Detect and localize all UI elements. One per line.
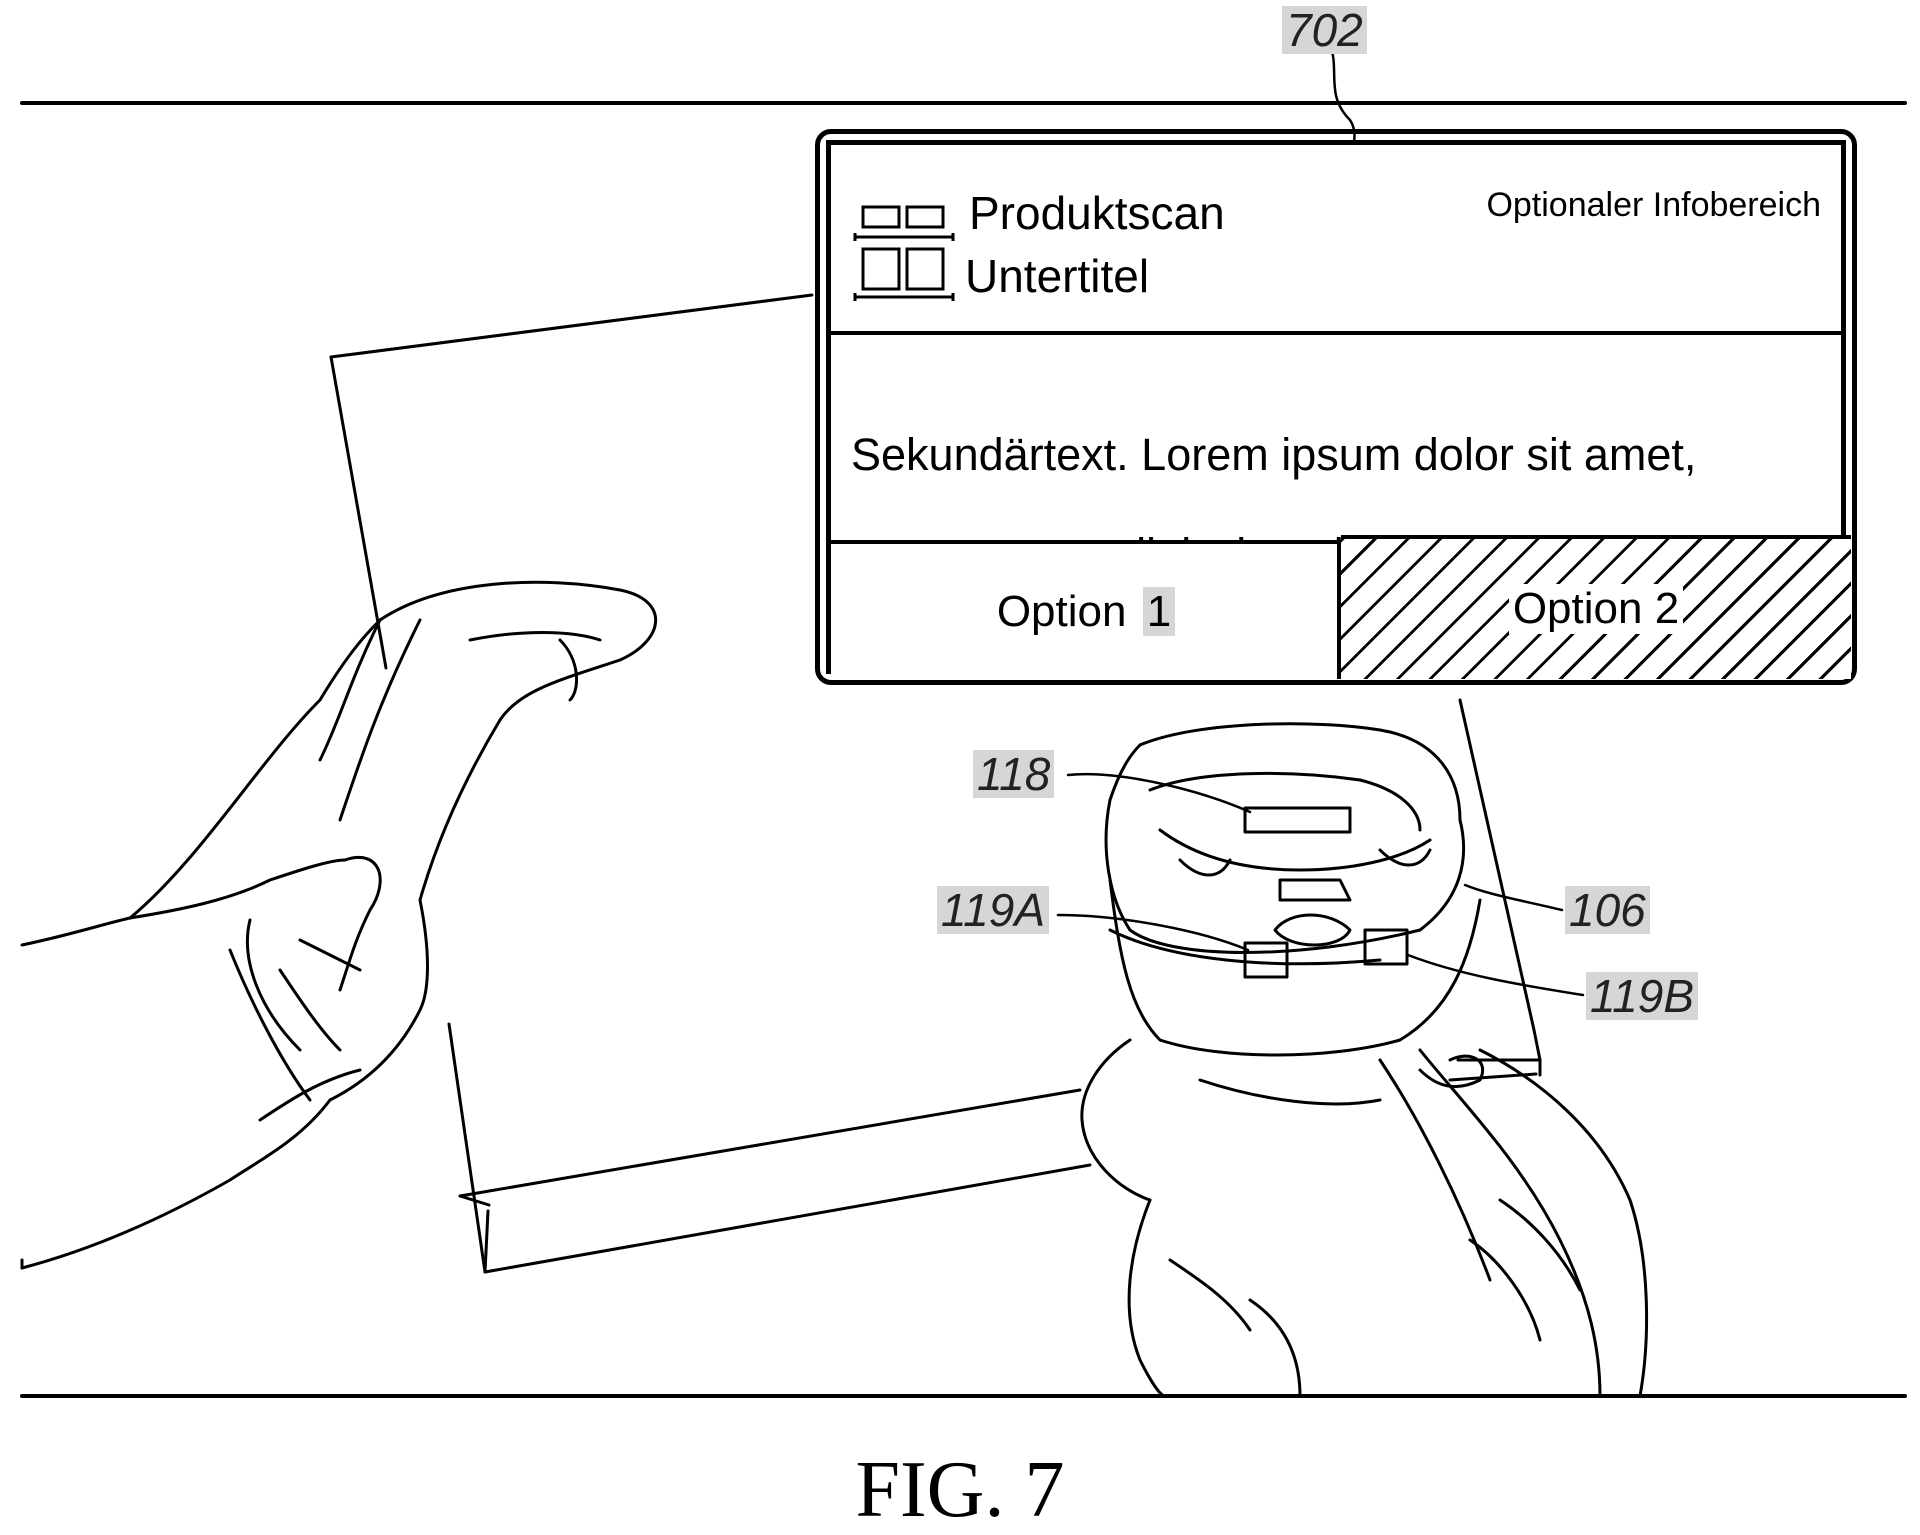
left-hand [20, 580, 658, 1270]
ref-numeral-106: 106 [1565, 886, 1650, 934]
ref-numeral-119a: 119A [937, 886, 1050, 934]
scan-product-icon [853, 205, 955, 301]
secondary-text-line-1: Sekundärtext. Lorem ipsum dolor sit amet… [851, 429, 1697, 480]
optional-info-area: Optionaler Infobereich [1486, 186, 1821, 224]
gloved-hand [1080, 1038, 1649, 1398]
figure-caption: FIG. 7 [855, 1446, 1065, 1534]
ref-numeral-702: 702 [1282, 6, 1367, 54]
ref-numeral-119b: 119B [1586, 972, 1699, 1020]
popup-subtitle: Untertitel [965, 250, 1150, 302]
leader-119b [1406, 953, 1585, 997]
sensor-window-b [1363, 928, 1409, 966]
option-1-label: Option [992, 586, 1143, 636]
scan-popup-panel: Produktscan Untertitel Optionaler Infobe… [815, 129, 1857, 685]
sensor-window-a [1243, 941, 1289, 979]
display-window [1243, 806, 1352, 834]
leader-119a [1056, 913, 1250, 952]
option-1-button[interactable]: Option 1 [831, 540, 1341, 679]
option-2-label: Option 2 [1508, 584, 1684, 634]
popup-header: Produktscan Untertitel Optionaler Infobe… [831, 145, 1841, 335]
popup-title: Produktscan [969, 187, 1225, 239]
leader-106 [1463, 883, 1564, 912]
handheld-scanner [1104, 722, 1482, 1057]
ref-numeral-118: 118 [973, 750, 1055, 798]
option-2-button[interactable]: Option 2 [1341, 535, 1851, 679]
option-1-digit: 1 [1142, 586, 1176, 636]
leader-118 [1066, 773, 1252, 814]
